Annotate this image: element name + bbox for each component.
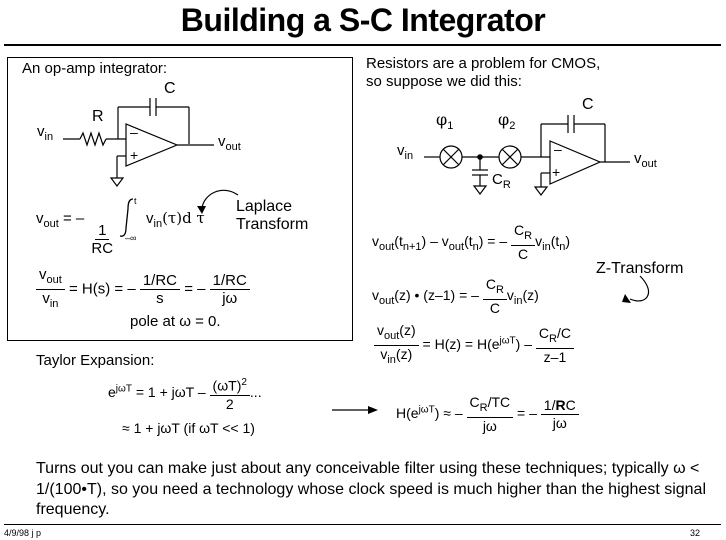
ztransform-arrow <box>629 275 650 302</box>
right-heading-2: so suppose we did this: <box>366 73 522 90</box>
opamp-left <box>125 123 179 167</box>
right-heading-1: Resistors are a problem for CMOS, <box>366 55 601 72</box>
page-title: Building a S-C Integrator <box>180 2 546 38</box>
footer-rule <box>4 524 721 525</box>
opamp-right-plus: + <box>552 164 561 180</box>
ztransform-label: Z-Transform <box>596 260 684 277</box>
ground-left <box>109 177 125 187</box>
ground-cr <box>472 185 488 195</box>
resistor-r <box>79 131 107 147</box>
opamp-left-plus: + <box>130 147 139 163</box>
laplace-line2: Transform <box>236 216 309 233</box>
opamp-left-minus: – <box>130 124 138 140</box>
taylor-line2: ≈ 1 + jωT (if ωT << 1) <box>122 420 255 436</box>
integrator-box <box>7 57 353 341</box>
phi1-label: φ1 <box>436 110 454 133</box>
opamp-right <box>549 140 602 185</box>
laplace-arrow <box>201 189 239 209</box>
opamp-right-minus: – <box>554 141 562 157</box>
ground-right <box>533 186 549 196</box>
taylor-heading: Taylor Expansion: <box>36 352 155 369</box>
integrand: vin(τ)d τ <box>146 209 205 230</box>
pole-text: pole at ω = 0. <box>130 313 221 330</box>
cr-label: CR <box>492 171 511 191</box>
cap-label-left: C <box>164 80 176 97</box>
integral-lower: –∞ <box>125 233 137 243</box>
page-number: 32 <box>690 528 701 538</box>
left-integrator-circuit <box>63 98 214 187</box>
right-sc-circuit <box>424 115 630 196</box>
laplace-line1: Laplace <box>236 198 293 215</box>
vout-label-right: vout <box>634 150 657 170</box>
integral-upper: t <box>134 196 137 206</box>
phi2-label: φ2 <box>498 110 516 133</box>
summary-paragraph: Turns out you can make just about any co… <box>36 460 707 518</box>
vout-label-left: vout <box>218 133 241 153</box>
res-label: R <box>92 108 104 125</box>
vin-label-right: vin <box>397 142 414 162</box>
integral-sign <box>119 198 134 237</box>
cap-label-right: C <box>582 96 594 113</box>
vin-label-left: vin <box>37 123 54 143</box>
integrator-heading: An op-amp integrator: <box>22 60 168 77</box>
footer-date: 4/9/98 j p <box>4 528 42 538</box>
title-rule <box>4 44 721 46</box>
